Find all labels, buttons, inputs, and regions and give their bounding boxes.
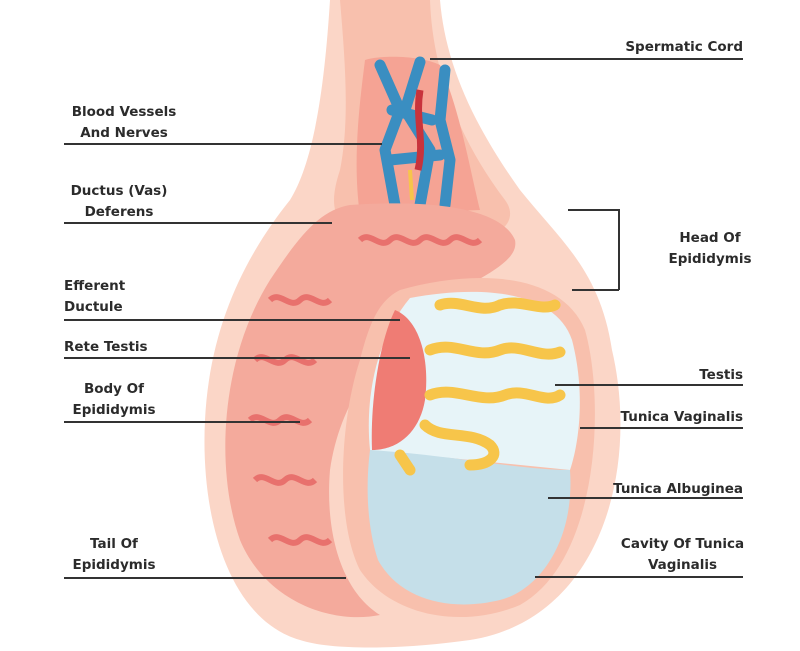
epididymis <box>225 203 516 618</box>
bracket-top <box>568 209 619 211</box>
bracket-vertical <box>618 209 620 290</box>
label-spermatic-cord: Spermatic Cord <box>625 39 743 55</box>
rete-testis <box>371 310 427 450</box>
leader-line <box>64 143 382 145</box>
leader-line <box>64 577 346 579</box>
leader-line <box>64 421 300 423</box>
leader-line <box>548 497 743 499</box>
label-tunica-vaginalis: Tunica Vaginalis <box>620 409 743 425</box>
label-testis: Testis <box>699 367 743 383</box>
leader-line <box>555 384 743 386</box>
leader-line <box>64 357 410 359</box>
cavity-of-tunica-vaginalis <box>367 450 571 605</box>
leader-line <box>64 222 332 224</box>
blood-vessels-and-nerves <box>374 56 456 211</box>
leader-line <box>64 319 400 321</box>
epididymis-coils <box>247 234 483 546</box>
label-tunica-albuginea: Tunica Albuginea <box>613 481 743 497</box>
leader-line <box>535 576 743 578</box>
leader-line <box>580 427 743 429</box>
label-rete-testis: Rete Testis <box>64 339 148 355</box>
leader-line <box>430 58 743 60</box>
nerve <box>408 169 414 201</box>
label-ductus-deferens: Ductus (Vas)Deferens <box>70 183 168 220</box>
tubules <box>394 297 566 476</box>
artery <box>414 89 425 171</box>
bracket-bottom <box>572 289 619 291</box>
